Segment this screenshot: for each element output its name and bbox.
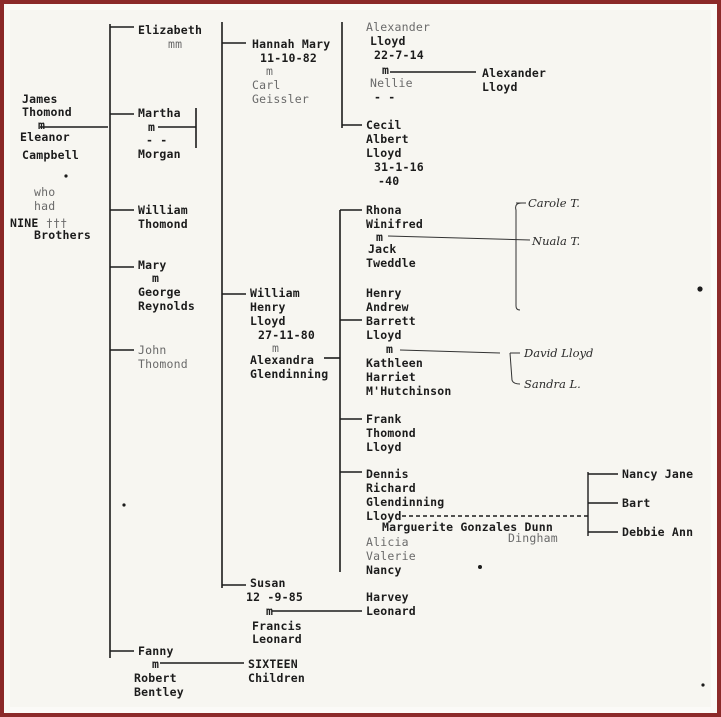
martha-spouse: Morgan [138, 147, 181, 161]
nuala-name: Nuala T. [532, 234, 581, 248]
william-henry-first: William [250, 286, 300, 300]
fanny-name: Fanny [138, 644, 174, 658]
rhona-spouse-last: Tweddle [366, 256, 416, 270]
alexander-last: Lloyd [370, 34, 406, 48]
william-henry-last: Lloyd [250, 314, 286, 328]
root-spouse-surname: Campbell [22, 148, 79, 162]
alexander-date: 22-7-14 [374, 48, 424, 62]
rhona-middle: Winifred [366, 217, 423, 231]
root-spouse-name: Eleanor [20, 130, 70, 144]
susan-date: 12 -9-85 [246, 590, 303, 604]
leonard-name: Leonard [366, 604, 416, 618]
dennis-last: Lloyd [366, 509, 402, 523]
david-name: David Lloyd [524, 346, 594, 360]
cecil-middle: Albert [366, 132, 409, 146]
william-henry-spouse-last: Glendinning [250, 367, 329, 381]
william-henry-middle: Henry [250, 300, 286, 314]
william-henry-spouse-first: Alexandra [250, 353, 315, 367]
root-surname: Thomond [22, 105, 72, 119]
root-married: m [38, 118, 46, 132]
henry-spouse-middle: Harriet [366, 370, 416, 384]
william-henry-date: 27-11-80 [258, 328, 315, 342]
tree-lines [40, 22, 705, 687]
root-name: James [22, 92, 58, 106]
elizabeth-married: mm [168, 37, 183, 51]
william-henry-married: m [272, 341, 280, 355]
family-tree-document: James Thomond m Eleanor Campbell who had… [10, 10, 711, 707]
henry-spouse-first: Kathleen [366, 356, 423, 370]
henry-first: Henry [366, 286, 402, 300]
hannah-spouse-first: Carl [252, 78, 281, 92]
root-note-3b: ††† [46, 216, 68, 230]
valerie-name: Valerie [366, 549, 416, 563]
nancy-name: Nancy [366, 563, 402, 577]
cecil-first: Cecil [366, 118, 402, 132]
fanny-spouse-first: Robert [134, 671, 177, 685]
frank-middle: Thomond [366, 426, 416, 440]
alexander-spouse-dash: - - [374, 90, 396, 104]
dennis-spouse-2: Dingham [508, 531, 558, 545]
root-note-4: Brothers [34, 228, 91, 242]
cecil-death: -40 [378, 174, 400, 188]
root-note-1: who [34, 185, 56, 199]
dennis-spouse: Marguerite Gonzales Dunn [382, 520, 553, 534]
hannah-date: 11-10-82 [260, 51, 317, 65]
mary-married: m [152, 271, 160, 285]
john-thomond-first: John [138, 343, 167, 357]
cecil-last: Lloyd [366, 146, 402, 160]
henry-middle: Andrew [366, 300, 409, 314]
elizabeth-name: Elizabeth [138, 23, 203, 37]
frank-last: Lloyd [366, 440, 402, 454]
alicia-name: Alicia [366, 535, 409, 549]
sandra-name: Sandra L. [524, 377, 581, 391]
nancy-jane-name: Nancy Jane [622, 467, 694, 481]
sixteen-children-2: Children [248, 671, 305, 685]
root-note-2: had [34, 199, 56, 213]
frank-first: Frank [366, 412, 402, 426]
henry-spouse-last: M'Hutchinson [366, 384, 452, 398]
rhona-first: Rhona [366, 203, 402, 217]
root-note-3: NINE [10, 216, 39, 230]
martha-dash: - - [146, 133, 168, 147]
martha-name: Martha [138, 106, 181, 120]
dennis-middle2: Glendinning [366, 495, 445, 509]
dennis-first: Dennis [366, 467, 409, 481]
alexander-lloyd-last: Lloyd [482, 80, 518, 94]
henry-last: Lloyd [366, 328, 402, 342]
harvey-name: Harvey [366, 590, 409, 604]
henry-middle2: Barrett [366, 314, 416, 328]
william-thomond-last: Thomond [138, 217, 188, 231]
hannah-spouse-last: Geissler [252, 92, 309, 106]
sixteen-children-1: SIXTEEN [248, 657, 298, 671]
susan-married: m [266, 604, 274, 618]
alexander-married: m [382, 63, 390, 77]
alexander-lloyd-first: Alexander [482, 66, 547, 80]
rhona-spouse-first: Jack [368, 242, 397, 256]
mary-spouse-first: George [138, 285, 181, 299]
carole-name: Carole T. [528, 196, 580, 210]
susan-name: Susan [250, 576, 286, 590]
susan-spouse-first: Francis [252, 619, 302, 633]
rhona-married: m [376, 230, 384, 244]
mary-spouse-last: Reynolds [138, 299, 195, 313]
dennis-middle: Richard [366, 481, 416, 495]
susan-spouse-last: Leonard [252, 632, 302, 646]
martha-married: m [148, 120, 156, 134]
hannah-name: Hannah Mary [252, 37, 331, 51]
fanny-spouse-last: Bentley [134, 685, 184, 699]
bart-name: Bart [622, 496, 651, 510]
debbie-ann-name: Debbie Ann [622, 525, 694, 539]
mary-name: Mary [138, 258, 167, 272]
william-thomond-first: William [138, 203, 188, 217]
cecil-date: 31-1-16 [374, 160, 424, 174]
alexander-spouse: Nellie [370, 76, 413, 90]
fanny-married: m [152, 657, 160, 671]
hannah-married: m [266, 64, 274, 78]
john-thomond-last: Thomond [138, 357, 188, 371]
henry-married: m [386, 342, 394, 356]
alexander-first: Alexander [366, 20, 431, 34]
